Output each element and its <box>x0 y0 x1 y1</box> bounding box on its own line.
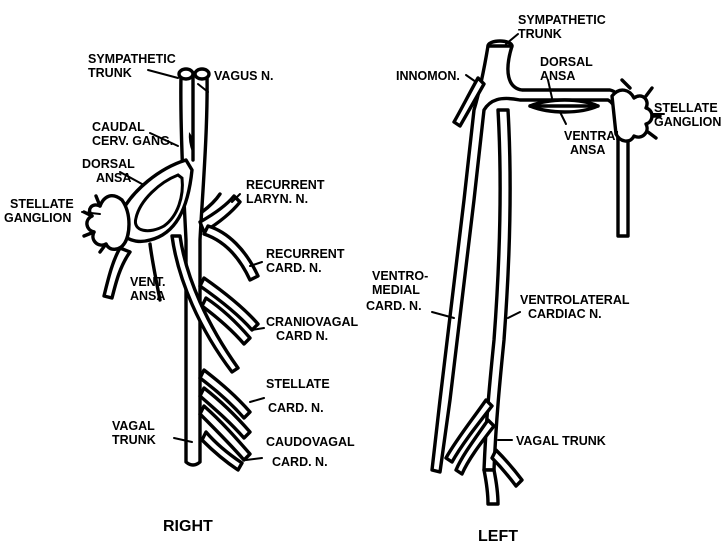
right-label-dorsal-ansa: DORSAL ANSA <box>82 157 138 185</box>
right-label-vagus: VAGUS N. <box>214 69 274 83</box>
left-label-stellate-ganglion: STELLATE GANGLION <box>654 101 721 129</box>
left-label-innomon: INNOMON. <box>396 69 460 83</box>
right-stellate-ganglion <box>87 196 129 250</box>
right-label-vagal-trunk: VAGAL TRUNK <box>112 419 158 447</box>
right-label-stellate-ganglion: STELLATE GANGLION <box>4 197 77 225</box>
right-label-sympathetic-trunk: SYMPATHETIC TRUNK <box>88 52 179 80</box>
right-label-recurrent-card: RECURRENT CARD. N. <box>266 247 348 275</box>
left-label-vagal-trunk: VAGAL TRUNK <box>516 434 606 448</box>
right-caption: RIGHT <box>163 518 213 535</box>
left-label-ventrolateral: VENTROLATERAL CARDIAC N. <box>520 293 633 321</box>
right-diagram: SYMPATHETIC TRUNK VAGUS N. CAUDAL CERV. … <box>4 52 361 535</box>
right-recurrent-cardiac-nerve <box>204 226 258 280</box>
right-label-craniovagal: CRANIOVAGAL CARD N. <box>266 315 361 343</box>
left-vagal-trunk <box>484 470 498 504</box>
left-ventrolateral-strand <box>484 110 510 470</box>
left-caption: LEFT <box>478 528 518 544</box>
right-label-recurrent-laryn: RECURRENT LARYN. N. <box>246 178 328 206</box>
right-label-caudovagal: CAUDOVAGAL CARD. N. <box>266 435 358 469</box>
right-trunk-top-right <box>195 69 209 79</box>
right-label-caudal-cerv-gang: CAUDAL CERV. GANG. <box>92 120 173 148</box>
left-label-dorsal-ansa: DORSAL ANSA <box>540 55 596 83</box>
right-ventral-ansa <box>104 248 130 298</box>
right-label-vent-ansa: VENT. ANSA <box>130 275 169 303</box>
left-diagram: SYMPATHETIC TRUNK INNOMON. DORSAL ANSA S… <box>366 13 721 544</box>
right-trunk-top-left <box>179 69 193 79</box>
left-label-sympathetic-trunk: SYMPATHETIC TRUNK <box>518 13 609 41</box>
right-label-stellate-card: STELLATE CARD. N. <box>266 377 333 415</box>
left-label-ventromedial: VENTRO- MEDIAL CARD. N. <box>366 269 432 313</box>
